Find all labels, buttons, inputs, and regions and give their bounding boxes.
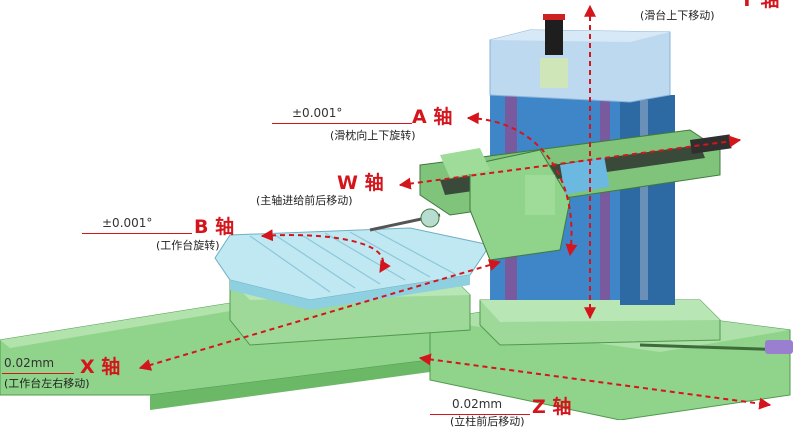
y-axis-desc: (滑台上下移动) [640,9,715,22]
a-axis-tolerance: ±0.001° [292,106,343,120]
column-top-cover [489,14,671,103]
z-axis-tolerance: 0.02mm [452,397,503,411]
b-axis-underline [82,233,192,234]
w-axis-name: W 轴 [337,172,384,194]
a-axis-name: A 轴 [412,106,453,128]
b-axis-desc: (工作台旋转) [156,239,220,252]
a-axis-desc: (滑枕向上下旋转) [330,129,416,142]
x-axis-tolerance: 0.02mm [4,356,55,370]
column-base [479,299,721,346]
z-axis-arrow [418,353,772,410]
x-axis-desc: (工作台左右移动) [4,377,90,390]
z-axis-underline [430,414,530,415]
z-axis-desc: (立柱前后移动) [450,415,525,428]
x-axis-underline [2,373,74,374]
motion-arrows [138,4,772,410]
x-axis-name: X 轴 [80,356,121,378]
b-axis-name: B 轴 [194,216,235,238]
w-axis-desc: (主轴进给前后移动) [256,194,353,207]
z-axis-name: Z 轴 [532,396,572,418]
a-axis-underline [272,123,412,124]
b-axis-tolerance: ±0.001° [102,216,153,230]
y-axis-name: Y 轴 [740,0,780,11]
b-axis-arrow [260,229,391,274]
a-axis-arrow [466,112,578,257]
